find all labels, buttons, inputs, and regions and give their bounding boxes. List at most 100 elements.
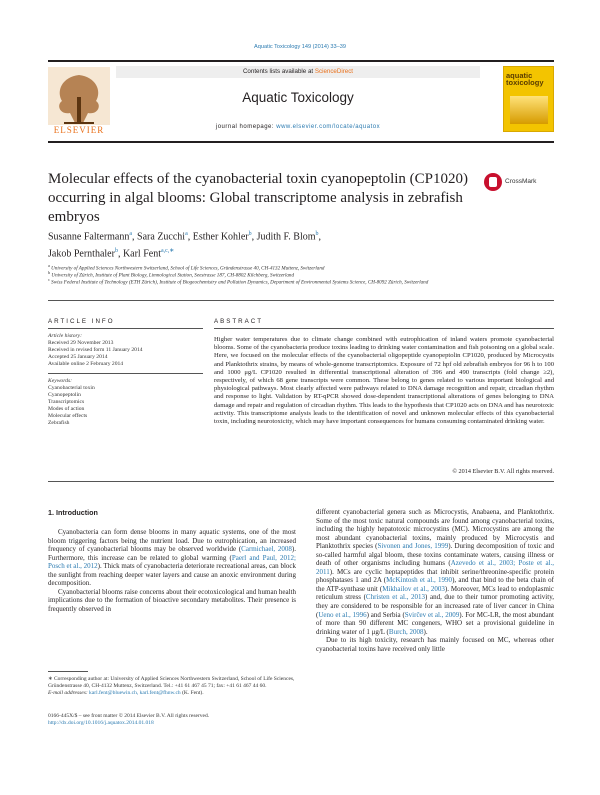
paragraph-text: ) and, due to their tumor promoting acti… bbox=[316, 593, 554, 619]
journal-homepage: journal homepage: www.elsevier.com/locat… bbox=[116, 124, 480, 130]
abstract-heading: ABSTRACT bbox=[214, 318, 264, 325]
history-item: Received 29 November 2013 bbox=[48, 340, 114, 346]
paragraph-text: ) and Serbia ( bbox=[366, 610, 405, 619]
author-affil-marker[interactable]: a,c,∗ bbox=[160, 248, 175, 255]
citation-link[interactable]: Ueno et al., 1996 bbox=[318, 610, 367, 619]
author: Susanne Faltermann bbox=[48, 231, 130, 243]
author-list: Susanne Faltermanna, Sara Zucchia, Esthe… bbox=[48, 231, 322, 260]
body-column-right: different cyanobacterial genera such as … bbox=[316, 508, 554, 653]
paragraph-text: ). MCs are cyclic heptapeptides that inh… bbox=[316, 567, 554, 585]
affiliation: c Swiss Federal Institute of Technology … bbox=[48, 277, 554, 286]
paragraph-text: Cyanobacterial blooms raise concerns abo… bbox=[48, 587, 296, 613]
keyword: Modes of action bbox=[48, 406, 85, 412]
abstract-copyright: © 2014 Elsevier B.V. All rights reserved… bbox=[452, 468, 554, 475]
doi-link[interactable]: http://dx.doi.org/10.1016/j.aquatox.2014… bbox=[48, 720, 154, 726]
history-item: Accepted 25 January 2014 bbox=[48, 354, 108, 360]
corresponding-author-footnote: ∗ Corresponding author at: University of… bbox=[48, 676, 296, 696]
homepage-link[interactable]: www.elsevier.com/locate/aquatox bbox=[276, 124, 381, 130]
affiliation: b University of Zürich, Institute of Pla… bbox=[48, 270, 554, 279]
email-label: E-mail addresses: bbox=[48, 689, 90, 696]
elsevier-tree-logo bbox=[48, 67, 110, 125]
affiliation-marker: b bbox=[48, 270, 51, 275]
history-item: Received in revised form 11 January 2014 bbox=[48, 347, 143, 353]
author: Sara Zucchi bbox=[137, 231, 186, 243]
article-info-heading: ARTICLE INFO bbox=[48, 318, 115, 325]
keyword: Zebrafish bbox=[48, 420, 70, 426]
author-affil-marker[interactable]: b bbox=[248, 231, 252, 237]
paragraph-text: ). bbox=[423, 627, 428, 636]
publication-info: 0166-445X/$ – see front matter © 2014 El… bbox=[48, 713, 296, 727]
author: Jakob Pernthaler bbox=[48, 248, 115, 260]
affiliation: a University of Applied Sciences Northwe… bbox=[48, 263, 554, 272]
citation-link[interactable]: Sivonen and Jones, 1999 bbox=[377, 542, 449, 551]
homepage-label: journal homepage: bbox=[215, 124, 277, 130]
contents-band bbox=[116, 66, 480, 78]
affiliation-text: University of Zürich, Institute of Plant… bbox=[51, 272, 295, 279]
affiliation-text: Swiss Federal Institute of Technology (E… bbox=[51, 279, 429, 286]
section-divider bbox=[48, 300, 554, 301]
paragraph-text: Due to its high toxicity, research has m… bbox=[316, 636, 554, 653]
body-column-left: Cyanobacteria can form dense blooms in m… bbox=[48, 528, 296, 613]
author-affil-marker[interactable]: a bbox=[185, 231, 188, 237]
paragraph-text: ). Thick mats of cyanobacteria deteriora… bbox=[48, 562, 296, 588]
paragraph-text: different cyanobacterial genera such as … bbox=[316, 508, 554, 551]
email-suffix: (K. Fent). bbox=[180, 689, 204, 696]
citation-link[interactable]: McKintosh et al., 1990 bbox=[386, 576, 453, 585]
history-label: Article history: bbox=[48, 333, 83, 339]
citation-link[interactable]: Burch, 2008 bbox=[388, 627, 424, 636]
author-affil-marker[interactable]: b bbox=[114, 248, 118, 255]
body-paragraph: Cyanobacterial blooms raise concerns abo… bbox=[48, 588, 296, 614]
citation-link[interactable]: Paerl and Paul, 2012; Posch et al., 2012 bbox=[48, 553, 296, 571]
affiliation-marker: a bbox=[48, 263, 50, 268]
journal-title: Aquatic Toxicology bbox=[242, 90, 354, 105]
body-paragraph: Cyanobacteria can form dense blooms in m… bbox=[48, 528, 296, 588]
affiliation-text: University of Applied Sciences Northwest… bbox=[51, 265, 325, 272]
footnote-rule bbox=[48, 671, 88, 672]
keyword: Cyanopeptolin bbox=[48, 392, 81, 398]
author: Judith F. Blom bbox=[256, 231, 316, 243]
introduction-heading: 1. Introduction bbox=[48, 508, 98, 517]
citation-link[interactable]: Azevedo et al., 2003; Poste et al., 2011 bbox=[316, 559, 554, 576]
corresponding-author-text: ∗ Corresponding author at: University of… bbox=[48, 676, 295, 689]
paragraph-text: ). During decomposition of toxic and so-… bbox=[316, 542, 554, 568]
citation-link[interactable]: Carmichael, 2008 bbox=[241, 545, 292, 554]
citation-link[interactable]: Christen et al., 2013 bbox=[365, 593, 426, 602]
article-title: Molecular effects of the cyanobacterial … bbox=[48, 171, 468, 225]
keywords-rule bbox=[48, 373, 203, 374]
header-top-rule bbox=[48, 60, 554, 62]
issn-line: 0166-445X/$ – see front matter © 2014 El… bbox=[48, 713, 210, 719]
sciencedirect-link[interactable]: ScienceDirect bbox=[314, 68, 354, 75]
crossmark-label[interactable]: CrossMark bbox=[505, 178, 537, 185]
article-history: Article history: Received 29 November 20… bbox=[48, 333, 203, 368]
keyword: Molecular effects bbox=[48, 413, 88, 419]
body-paragraph: Due to its high toxicity, research has m… bbox=[316, 636, 554, 653]
contents-prefix: Contents lists available at bbox=[242, 68, 315, 75]
article-info-rule bbox=[48, 328, 203, 329]
paragraph-text: Cyanobacteria can form dense blooms in m… bbox=[48, 528, 296, 554]
abstract-rule bbox=[214, 328, 554, 329]
paragraph-text: ). For MC-LR, the most abundant of more … bbox=[316, 610, 554, 636]
citation-link[interactable]: Svirčev et al., 2009 bbox=[404, 610, 460, 619]
crossmark-bookmark-icon bbox=[489, 177, 497, 187]
paragraph-text: ), and that bind to the beta chain of th… bbox=[316, 576, 555, 593]
email-line: E-mail addresses: karl.fent@bluewin.ch, … bbox=[48, 690, 296, 697]
cover-illustration bbox=[510, 96, 548, 124]
keywords: Keywords: Cyanobacterial toxin Cyanopept… bbox=[48, 378, 203, 427]
abstract-bottom-rule bbox=[48, 481, 554, 482]
paragraph-text: ). Furthermore, this increase can be rel… bbox=[48, 545, 296, 562]
publisher-name: ELSEVIER bbox=[53, 125, 105, 135]
affiliation-marker: c bbox=[48, 277, 50, 282]
keywords-label: Keywords: bbox=[48, 378, 73, 384]
body-paragraph: different cyanobacterial genera such as … bbox=[316, 508, 554, 636]
abstract-text: Higher water temperatures due to climate… bbox=[214, 336, 554, 426]
author: Karl Fent bbox=[122, 248, 161, 260]
author: Esther Kohler bbox=[192, 231, 249, 243]
author-affil-marker[interactable]: a bbox=[129, 231, 133, 237]
keyword: Transcriptomics bbox=[48, 399, 85, 405]
citation-link[interactable]: Mikhailov et al., 2003 bbox=[382, 584, 445, 593]
cover-title: aquatic toxicology bbox=[506, 71, 544, 87]
journal-reference[interactable]: Aquatic Toxicology 149 (2014) 33–39 bbox=[254, 44, 346, 50]
author-affil-marker[interactable]: b bbox=[315, 231, 319, 237]
email-links[interactable]: karl.fent@bluewin.ch, karl.fent@fhnw.ch bbox=[89, 689, 181, 696]
history-item: Available online 2 February 2014 bbox=[48, 361, 124, 367]
